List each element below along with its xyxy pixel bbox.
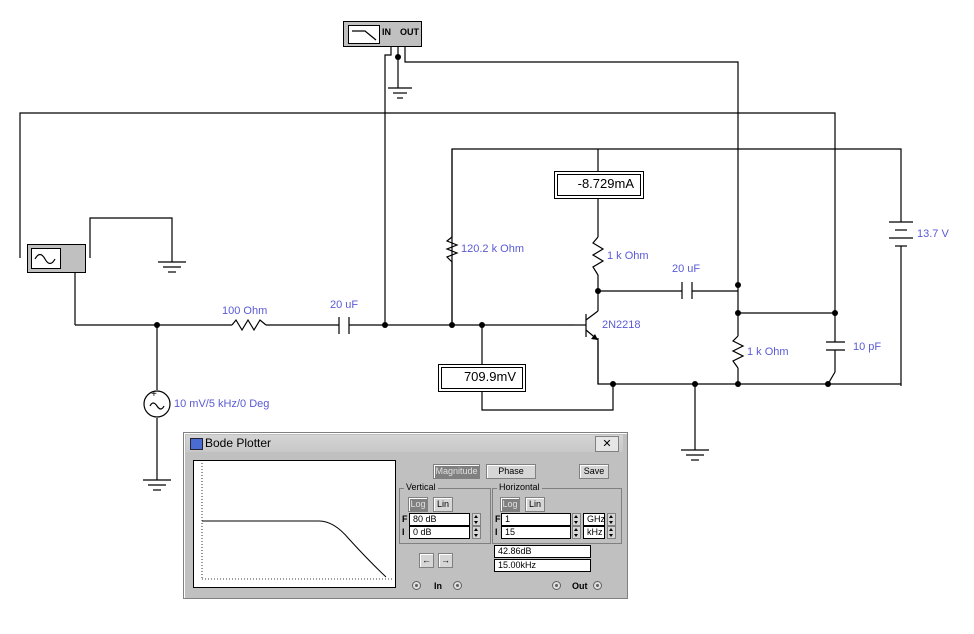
vertical-final-input[interactable]: 80 dB [409, 513, 470, 526]
readout-frequency: 15.00kHz [494, 559, 591, 572]
cursor-right-button[interactable]: → [438, 553, 453, 568]
voltmeter-reading: 709.9mV [463, 369, 516, 384]
title-bar[interactable]: Bode Plotter ✕ [186, 435, 623, 452]
vertical-lin-button[interactable]: Lin [433, 497, 453, 512]
oscilloscope-icon[interactable] [27, 244, 86, 273]
magnitude-curve [201, 463, 392, 580]
horizontal-initial-unit[interactable]: kHz [583, 526, 605, 539]
magnitude-button[interactable]: Magnitude [433, 464, 480, 479]
cap-input-label: 20 uF [330, 299, 359, 311]
in-terminal-plus[interactable] [412, 581, 421, 590]
resistor-input-label: 100 Ohm [222, 305, 268, 317]
horizontal-final-label: F [495, 514, 501, 524]
ground-symbol [158, 261, 186, 273]
battery-label: 13.7 V [917, 228, 949, 240]
ground-symbol [681, 449, 709, 461]
phase-button[interactable]: Phase [486, 464, 536, 479]
cursor-left-button[interactable]: ← [419, 553, 434, 568]
out-terminal-minus[interactable] [593, 581, 602, 590]
vertical-final-label: F [402, 514, 408, 524]
out-terminal-plus[interactable] [552, 581, 561, 590]
close-button[interactable]: ✕ [595, 436, 619, 452]
wire [451, 148, 902, 325]
source-label: 10 mV/5 kHz/0 Deg [174, 398, 270, 410]
bode-plotter-icon[interactable]: IN OUT [343, 21, 422, 47]
in-terminal-label: In [434, 581, 442, 591]
voltmeter[interactable]: 709.9mV [441, 367, 523, 389]
horizontal-initial-spinner[interactable] [572, 526, 581, 539]
vertical-initial-label: I [402, 527, 405, 537]
window-title: Bode Plotter [205, 436, 272, 450]
bode-icon-out-label: OUT [400, 27, 419, 37]
cap-load-label: 10 pF [853, 341, 882, 353]
readout-magnitude: 42.86dB [494, 545, 591, 558]
in-terminal-minus[interactable] [453, 581, 462, 590]
cap-output-label: 20 uF [672, 263, 701, 275]
out-terminal-label: Out [572, 581, 588, 591]
resistor-bias [445, 236, 459, 263]
horizontal-final-input[interactable]: 1 [501, 513, 571, 526]
resistor-input [231, 318, 267, 332]
ground-symbol [388, 87, 412, 99]
wire [404, 45, 739, 285]
horizontal-title: Horizontal [497, 482, 542, 492]
horizontal-initial-unit-spinner[interactable] [607, 526, 616, 539]
horizontal-initial-input[interactable]: 15 [501, 526, 571, 539]
vertical-initial-spinner[interactable] [472, 526, 481, 539]
resistor-load-label: 1 k Ohm [747, 346, 789, 358]
wire [19, 112, 836, 313]
horizontal-final-unit-spinner[interactable] [607, 513, 616, 526]
wire [384, 45, 392, 325]
ammeter[interactable]: -8.729mA [557, 174, 641, 196]
horizontal-lin-button[interactable]: Lin [525, 497, 545, 512]
resistor-collector-label: 1 k Ohm [607, 250, 649, 262]
vertical-initial-input[interactable]: 0 dB [409, 526, 470, 539]
resistor-bias-label: 120.2 k Ohm [461, 243, 524, 255]
transistor-label: 2N2218 [602, 319, 641, 331]
ground-symbol [143, 479, 171, 491]
svg-text:+: + [151, 389, 157, 400]
app-icon [190, 438, 203, 450]
resistor-collector [591, 236, 605, 276]
ammeter-reading: -8.729mA [577, 176, 634, 191]
horizontal-initial-label: I [495, 527, 498, 537]
bode-plotter-window: Bode Plotter ✕ Magnitude Phase Save Vert… [183, 432, 628, 599]
vertical-title: Vertical [404, 482, 438, 492]
save-button[interactable]: Save [579, 464, 609, 479]
ac-source [143, 390, 171, 418]
horizontal-log-button[interactable]: Log [500, 497, 520, 512]
vertical-group: Vertical Log Lin F 80 dB I 0 dB [399, 482, 491, 544]
horizontal-group: Horizontal Log Lin F 1 GHz I 15 kHz [492, 482, 622, 544]
bode-plot-area[interactable] [193, 460, 396, 588]
resistor-load [731, 335, 745, 369]
bode-icon-in-label: IN [382, 27, 391, 37]
vertical-final-spinner[interactable] [472, 513, 481, 526]
horizontal-final-spinner[interactable] [572, 513, 581, 526]
vertical-log-button[interactable]: Log [408, 497, 428, 512]
horizontal-final-unit[interactable]: GHz [583, 513, 605, 526]
